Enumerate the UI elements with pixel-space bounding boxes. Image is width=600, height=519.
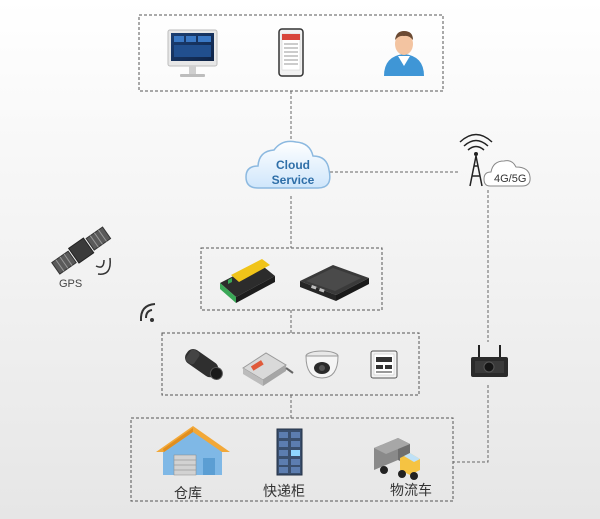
- bullet-camera-icon: [185, 349, 223, 380]
- din-rail-rtu-icon: [220, 259, 275, 303]
- smartphone-icon: [278, 28, 304, 77]
- cloud-label-line1: Cloud: [276, 158, 310, 172]
- wireless-signal-icon: [139, 303, 156, 322]
- warehouse-icon: [156, 426, 230, 476]
- site-tier-frame: [130, 417, 454, 502]
- hygrometer-display-icon: [370, 350, 398, 379]
- cloud-icon: [245, 140, 331, 189]
- network-label: 4G/5G: [494, 173, 527, 185]
- dome-camera-icon: [305, 350, 339, 379]
- parcel-locker-icon: [276, 428, 303, 476]
- cellular-router-icon: [300, 265, 369, 301]
- satellite-icon: [51, 226, 112, 275]
- locker-label: 快递柜: [263, 483, 305, 499]
- truck-label: 物流车: [390, 482, 432, 498]
- outdoor-camera-icon: [471, 345, 508, 377]
- cell-tower-icon: [459, 133, 531, 187]
- gps-label: GPS: [59, 278, 83, 290]
- desktop-monitor-icon: [167, 29, 218, 77]
- temperature-sensor-icon: [242, 352, 294, 386]
- cloud-label-line2: Service: [271, 173, 315, 187]
- cloud-service-label: Cloud Service: [262, 158, 324, 188]
- connector-lines: [290, 91, 489, 463]
- logistics-truck-icon: [374, 438, 420, 480]
- warehouse-label: 仓库: [174, 485, 202, 501]
- user-avatar-icon: [384, 31, 424, 76]
